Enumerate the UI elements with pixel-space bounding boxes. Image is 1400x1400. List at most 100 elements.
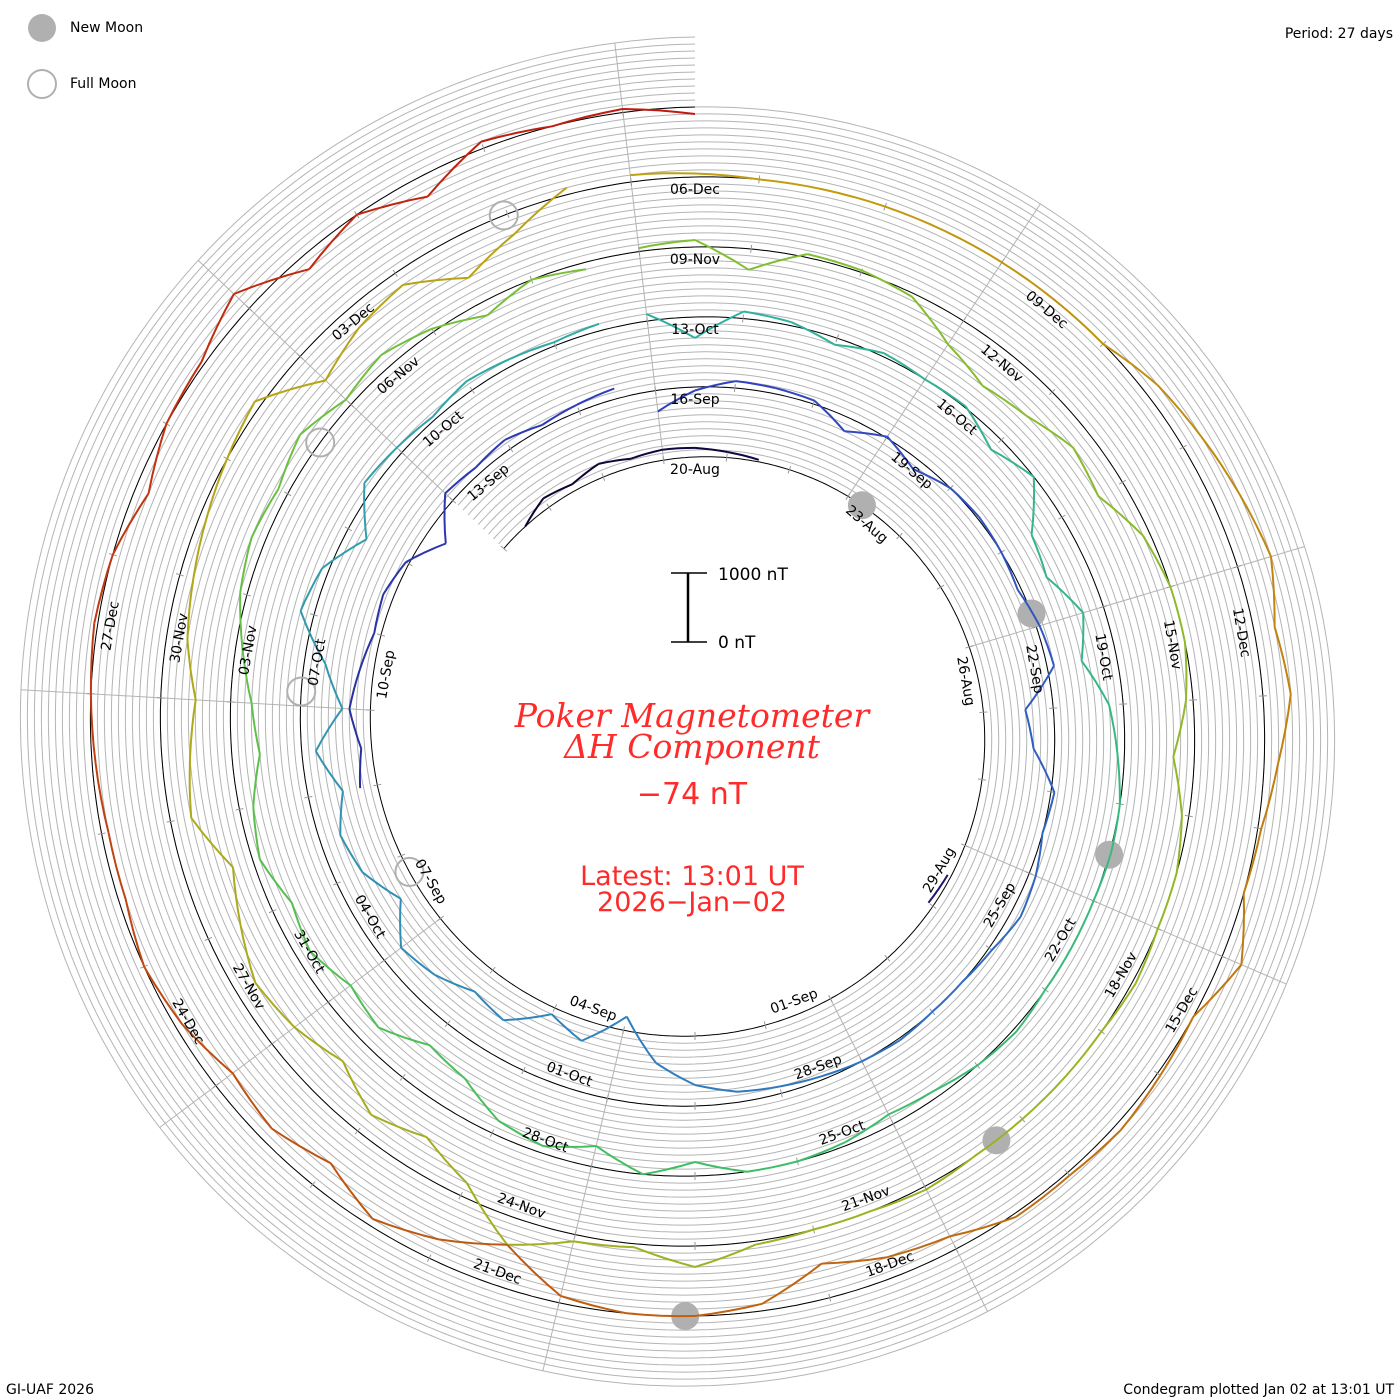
day-tick bbox=[779, 1089, 783, 1098]
data-line-segment bbox=[205, 458, 229, 519]
data-line-segment bbox=[188, 758, 193, 818]
grid-spirals bbox=[19, 36, 1336, 1387]
data-line-segment bbox=[1026, 415, 1074, 449]
data-line-segment bbox=[165, 361, 203, 425]
data-line-segment bbox=[190, 817, 234, 868]
data-line-segment bbox=[474, 439, 506, 469]
data-line-segment bbox=[363, 446, 398, 484]
day-tick bbox=[304, 795, 313, 799]
data-line-segment bbox=[405, 542, 447, 563]
date-label: 27-Nov bbox=[229, 961, 268, 1012]
grid-spiral-line bbox=[68, 85, 1287, 1338]
day-tick bbox=[347, 401, 355, 408]
day-tick bbox=[1048, 388, 1056, 396]
data-line-segment bbox=[779, 1075, 822, 1088]
date-label: 20-Aug bbox=[670, 462, 720, 478]
data-line-segment bbox=[694, 310, 745, 339]
data-line-segment bbox=[1024, 709, 1035, 749]
data-line-segment bbox=[1041, 792, 1056, 834]
data-line-segment bbox=[1044, 946, 1073, 991]
day-tick bbox=[309, 1181, 316, 1189]
data-line-segment bbox=[1240, 893, 1245, 965]
data-line-segment bbox=[252, 806, 261, 860]
data-line-segment bbox=[1015, 1174, 1071, 1218]
data-line-segment bbox=[1277, 694, 1292, 764]
day-tick bbox=[373, 783, 382, 787]
baseline-spiral-line bbox=[89, 106, 1266, 1317]
radial-gridline bbox=[964, 845, 1287, 985]
data-line-segment bbox=[625, 1016, 657, 1064]
data-line-segment bbox=[746, 1160, 798, 1173]
data-line-segment bbox=[258, 858, 293, 904]
data-line-segment bbox=[400, 947, 436, 976]
data-line-segment bbox=[233, 268, 310, 295]
day-tick bbox=[546, 503, 552, 511]
day-tick bbox=[884, 954, 891, 962]
date-label: 01-Oct bbox=[544, 1059, 595, 1090]
data-line-segment bbox=[277, 434, 301, 489]
date-label: 27-Dec bbox=[98, 600, 122, 652]
data-line-segment bbox=[239, 537, 253, 593]
day-tick bbox=[489, 1129, 495, 1137]
data-line-segment bbox=[1200, 436, 1241, 495]
data-line-segment bbox=[431, 314, 488, 330]
data-line-segment bbox=[694, 172, 760, 181]
day-tick bbox=[961, 843, 969, 848]
data-line-segment bbox=[542, 483, 573, 500]
data-line-segment bbox=[443, 493, 447, 544]
data-line-segment bbox=[1108, 704, 1119, 754]
latest-date: 2026−Jan−02 bbox=[597, 887, 787, 918]
data-line-segment bbox=[834, 343, 885, 355]
day-tick bbox=[953, 1245, 959, 1253]
data-line-segment bbox=[250, 703, 261, 755]
data-line-segment bbox=[931, 980, 964, 1013]
data-line-segment bbox=[507, 1240, 574, 1246]
scale-bar bbox=[671, 572, 707, 643]
data-line-segment bbox=[759, 178, 824, 191]
day-tick bbox=[344, 526, 353, 532]
data-line-segment bbox=[299, 610, 327, 665]
data-line-segment bbox=[425, 1136, 468, 1184]
data-line-segment bbox=[339, 834, 364, 873]
data-line-segment bbox=[378, 1026, 430, 1047]
data-line-segment bbox=[964, 405, 992, 451]
radial-gridline bbox=[542, 1030, 625, 1371]
data-line-segment bbox=[1072, 447, 1100, 497]
day-tick bbox=[333, 881, 341, 886]
data-line-segment bbox=[438, 1238, 508, 1246]
data-line-segment bbox=[1169, 586, 1186, 643]
data-line-segment bbox=[884, 205, 946, 233]
new-moon-legend-label: New Moon bbox=[70, 20, 143, 36]
data-line-segment bbox=[727, 451, 760, 461]
day-tick bbox=[960, 317, 967, 325]
day-tick bbox=[354, 1127, 361, 1135]
data-line-segment bbox=[755, 1228, 814, 1246]
day-tick bbox=[505, 210, 510, 218]
data-line-segment bbox=[324, 327, 360, 381]
day-tick bbox=[573, 1230, 577, 1239]
new-moon-marker bbox=[847, 491, 876, 520]
data-line-segment bbox=[192, 518, 208, 579]
data-line-segment bbox=[748, 253, 808, 271]
day-tick bbox=[380, 957, 388, 964]
data-line-segment bbox=[1156, 872, 1178, 929]
data-line-segment bbox=[299, 567, 324, 612]
data-line-segment bbox=[1116, 753, 1121, 804]
data-line-segment bbox=[790, 321, 836, 346]
data-line-segment bbox=[581, 1015, 628, 1042]
data-line-segment bbox=[543, 1145, 597, 1148]
data-line-segment bbox=[241, 649, 253, 704]
day-tick bbox=[436, 915, 444, 922]
data-line-segment bbox=[949, 487, 981, 518]
data-line-segment bbox=[1119, 1074, 1162, 1132]
day-tick bbox=[242, 593, 251, 597]
day-tick bbox=[998, 436, 1005, 444]
day-tick bbox=[733, 383, 736, 393]
day-tick bbox=[601, 473, 606, 481]
date-label: 01-Sep bbox=[768, 986, 820, 1018]
data-line-segment bbox=[927, 874, 949, 904]
day-tick bbox=[828, 1293, 832, 1302]
grid-spiral-line bbox=[54, 71, 1301, 1352]
data-line-segment bbox=[382, 561, 407, 596]
day-tick bbox=[268, 909, 277, 914]
